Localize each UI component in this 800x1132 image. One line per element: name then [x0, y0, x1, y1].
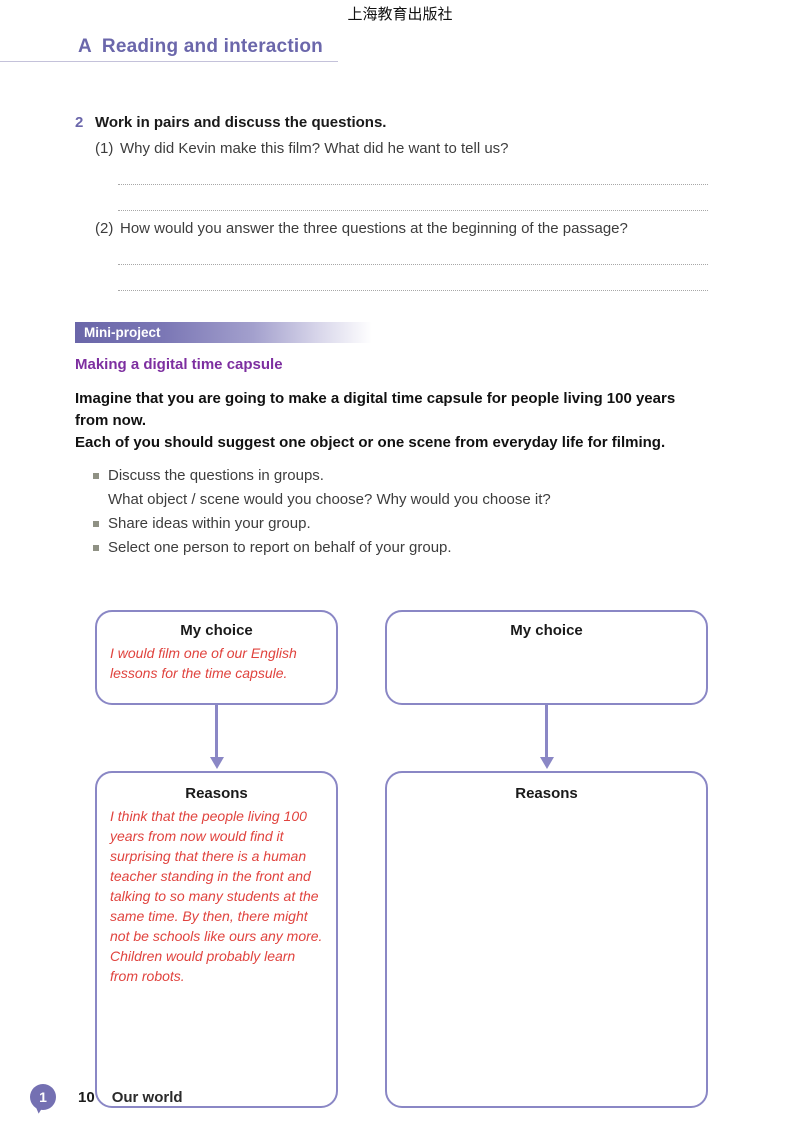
intro-line-1: Imagine that you are going to make a dig… — [75, 390, 676, 429]
intro-line-2: Each of you should suggest one object or… — [75, 434, 666, 451]
section-header: A Reading and interaction — [0, 36, 338, 62]
answer-line — [118, 185, 708, 211]
answer-line — [118, 239, 708, 265]
list-item-text: Select one person to report on behalf of… — [108, 539, 452, 556]
mini-project-intro: Imagine that you are going to make a dig… — [75, 388, 708, 454]
activity-title: Work in pairs and discuss the questions. — [95, 114, 387, 131]
list-item-text: Share ideas within your group. — [108, 515, 311, 532]
reasons-box-1: Reasons I think that the people living 1… — [95, 771, 338, 1108]
bullet-square-icon — [93, 473, 99, 479]
reasons-title: Reasons — [515, 785, 578, 802]
publisher-header: 上海教育出版社 — [347, 5, 453, 23]
section-title-text: Reading and interaction — [101, 36, 323, 57]
list-item-subtext: What object / scene would you choose? Wh… — [108, 491, 551, 508]
question-2-answer-lines — [118, 239, 708, 291]
reasons-box-2: Reasons — [385, 771, 708, 1108]
question-1-label: (1) — [95, 140, 114, 157]
question-2-label: (2) — [95, 220, 114, 237]
question-1-text: Why did Kevin make this film? What did h… — [120, 140, 509, 157]
section-letter: A — [78, 36, 92, 57]
question-2-text: How would you answer the three questions… — [120, 220, 628, 237]
activity-heading: 2 Work in pairs and discuss the question… — [75, 114, 708, 131]
list-item: Discuss the questions in groups. — [93, 464, 708, 488]
my-choice-title: My choice — [510, 622, 583, 639]
my-choice-title: My choice — [180, 622, 253, 639]
my-choice-answer: I would film one of our English lessons … — [110, 645, 297, 681]
bullet-square-icon — [93, 545, 99, 551]
arrow-stem — [215, 705, 218, 757]
reasons-title: Reasons — [185, 785, 248, 802]
down-arrow-icon — [385, 705, 708, 771]
arrow-head — [539, 757, 554, 769]
question-1-answer-lines — [118, 159, 708, 211]
list-item-text: Discuss the questions in groups. — [108, 467, 324, 484]
reasons-answer: I think that the people living 100 years… — [110, 808, 323, 984]
arrow-stem — [545, 705, 548, 757]
mini-project-subtitle: Making a digital time capsule — [75, 356, 283, 373]
question-2: (2) How would you answer the three quest… — [95, 220, 708, 237]
unit-title: Our world — [111, 1088, 183, 1106]
answer-line — [118, 265, 708, 291]
instruction-list: Discuss the questions in groups. What ob… — [75, 464, 708, 560]
bullet-square-icon — [93, 521, 99, 527]
mini-project-banner: Mini-project — [75, 322, 372, 343]
section-title: A Reading and interaction — [0, 36, 338, 58]
diagram-column-1: My choice I would film one of our Englis… — [95, 610, 338, 1108]
my-choice-box-1: My choice I would film one of our Englis… — [95, 610, 338, 705]
my-choice-box-2: My choice — [385, 610, 708, 705]
answer-line — [118, 159, 708, 185]
question-1: (1) Why did Kevin make this film? What d… — [95, 140, 708, 157]
choice-reasons-diagram: My choice I would film one of our Englis… — [95, 610, 708, 1108]
page-content: 2 Work in pairs and discuss the question… — [75, 114, 708, 1108]
activity-number: 2 — [75, 114, 84, 131]
page-number: 10 — [78, 1088, 95, 1106]
arrow-head — [209, 757, 224, 769]
list-item: Share ideas within your group. — [93, 512, 708, 536]
diagram-column-2: My choice Reasons — [385, 610, 708, 1108]
activity-2: 2 Work in pairs and discuss the question… — [75, 114, 708, 291]
down-arrow-icon — [95, 705, 338, 771]
page-footer: 1 10 Our world — [30, 1084, 183, 1110]
unit-number-badge: 1 — [30, 1084, 56, 1110]
list-item: Select one person to report on behalf of… — [93, 536, 708, 560]
